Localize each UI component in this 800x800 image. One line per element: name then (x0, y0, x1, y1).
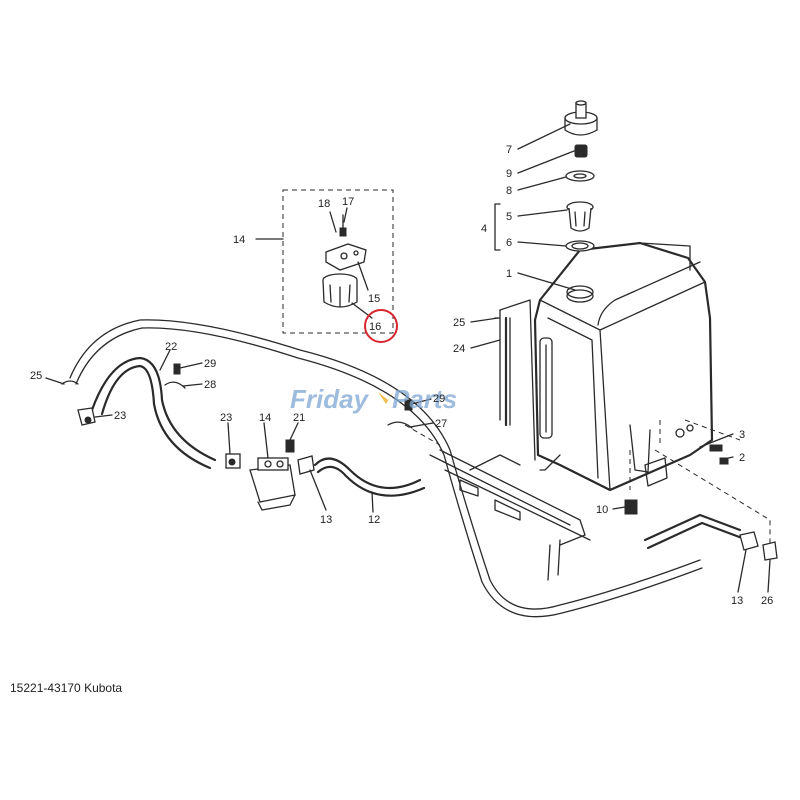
label-12: 12 (368, 514, 380, 526)
label-29-left: 29 (204, 358, 216, 370)
fuel-filter-assembly (282, 189, 394, 334)
label-4: 4 (481, 223, 487, 235)
filter-body-14 (249, 457, 296, 511)
part-labels: 7 9 8 5 4 6 1 14 18 17 15 16 25 24 3 2 1… (30, 144, 773, 607)
label-18: 18 (318, 198, 330, 210)
part-16-highlight-circle (364, 309, 398, 343)
svg-text:Friday: Friday (290, 384, 370, 414)
label-5: 5 (506, 211, 512, 223)
label-2: 2 (739, 452, 745, 464)
label-14-top: 14 (233, 234, 245, 246)
label-25-left: 25 (30, 370, 42, 382)
label-21: 21 (293, 412, 305, 424)
leader-lines (45, 123, 771, 593)
filler-cap-assembly (564, 100, 598, 252)
label-13-mid: 13 (320, 514, 332, 526)
label-13-right: 13 (731, 595, 743, 607)
label-16: 16 (369, 321, 381, 333)
label-15: 15 (368, 293, 380, 305)
label-17: 17 (342, 196, 354, 208)
label-3: 3 (739, 429, 745, 441)
label-23-mid: 23 (220, 412, 232, 424)
label-29-right: 29 (433, 393, 445, 405)
label-6: 6 (506, 237, 512, 249)
frame-bracket (429, 299, 651, 581)
label-14-bottom: 14 (259, 412, 271, 424)
label-1: 1 (506, 268, 512, 280)
clamps-and-fittings (61, 317, 778, 561)
svg-text:Parts: Parts (392, 384, 457, 414)
fuel-lines (69, 319, 771, 618)
fuel-tank (533, 241, 714, 492)
label-28: 28 (204, 379, 216, 391)
label-27: 27 (435, 418, 447, 430)
label-24: 24 (453, 343, 465, 355)
label-22: 22 (165, 341, 177, 353)
label-26: 26 (761, 595, 773, 607)
label-7: 7 (506, 144, 512, 156)
label-23-left: 23 (114, 410, 126, 422)
label-25-right: 25 (453, 317, 465, 329)
watermark-check-icon (378, 384, 398, 404)
watermark-logo: Friday Parts (290, 384, 457, 414)
label-9: 9 (506, 168, 512, 180)
part-number-caption: 15221-43170 Kubota (10, 681, 123, 695)
label-10: 10 (596, 504, 608, 516)
label-8: 8 (506, 185, 512, 197)
